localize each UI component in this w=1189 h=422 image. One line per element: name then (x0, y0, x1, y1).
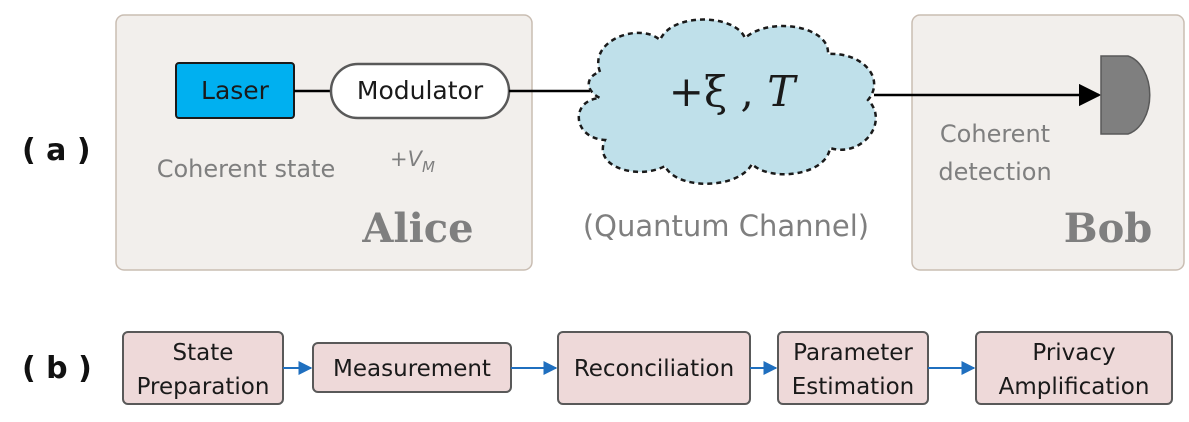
step-state-preparation-line1: State (173, 340, 234, 366)
modulation-variance-subscript: M (422, 158, 435, 176)
step-parameter-estimation-line2: Estimation (792, 374, 914, 400)
detection-caption-line2: detection (938, 158, 1051, 186)
channel-params-T: T (767, 67, 798, 116)
panel-b-label: ( b ) (22, 351, 92, 386)
detection-caption-line1: Coherent (940, 120, 1050, 148)
step-measurement-label: Measurement (333, 356, 491, 382)
modulation-variance: +VM (390, 147, 435, 176)
channel-params: +ξ , T (669, 67, 798, 116)
panel-a-label: ( a ) (22, 133, 91, 168)
step-privacy-amplification-line1: Privacy (1032, 340, 1115, 366)
cloud-icon (577, 18, 878, 185)
step-reconciliation-label: Reconciliation (574, 356, 734, 382)
coherent-state-caption: Coherent state (157, 155, 336, 183)
step-state-preparation-line2: Preparation (137, 374, 270, 400)
step-parameter-estimation-line1: Parameter (793, 340, 913, 366)
d-shaped-detector-icon (1100, 55, 1151, 135)
step-box-privacy-amplification (975, 331, 1173, 405)
channel-params-prefix: +ξ , (669, 67, 767, 116)
laser-label: Laser (201, 76, 270, 105)
modulator-label: Modulator (357, 76, 484, 105)
step-privacy-amplification-line2: Amplification (999, 374, 1150, 400)
alice-name: Alice (361, 205, 473, 252)
quantum-channel-caption: (Quantum Channel) (583, 209, 869, 243)
modulation-variance-prefix: +V (390, 147, 424, 171)
bob-name: Bob (1064, 205, 1152, 252)
